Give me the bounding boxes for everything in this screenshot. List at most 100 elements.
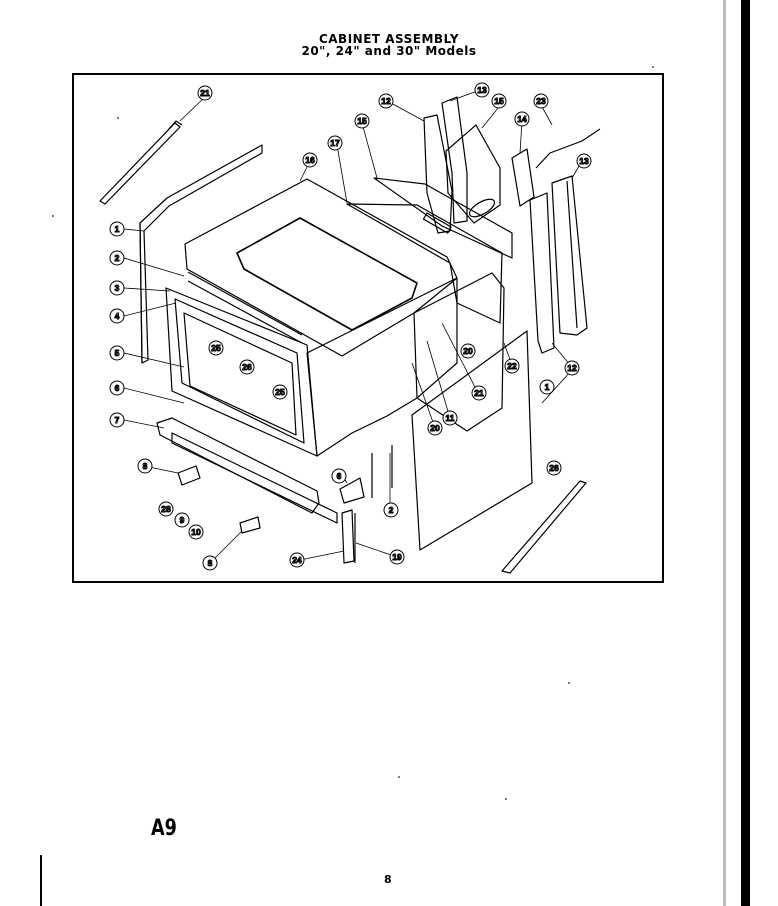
callout-label: 2 (389, 505, 394, 515)
callout-label: 12 (381, 96, 391, 106)
scan-shadow (723, 0, 726, 906)
cabinet-exploded-view: 21 12 13 15 23 14 16 17 15 13 1 2 3 4 25… (99, 82, 601, 574)
top-opening (236, 217, 418, 331)
right-front-channel (551, 175, 588, 336)
callout-label: 19 (392, 552, 402, 562)
callout-label: 13 (579, 156, 589, 166)
leveling-foot-upper (177, 465, 201, 486)
callout-label: 15 (357, 116, 367, 126)
right-side-rail (529, 192, 555, 354)
callout-label: 20 (463, 346, 473, 356)
cabinet-right-side (306, 277, 458, 457)
callout-label: 21 (200, 88, 210, 98)
callout-label: 3 (115, 283, 120, 293)
bottom-trim-strip (501, 480, 587, 574)
callout-label: 11 (446, 413, 455, 423)
callout-20-a: 20 (427, 420, 443, 436)
callout-markers: 21 12 13 15 23 14 16 17 15 13 1 2 3 4 25… (109, 82, 592, 571)
callout-label: 12 (567, 363, 577, 373)
callout-label: 8 (208, 558, 213, 568)
callout-label: 4 (115, 311, 120, 321)
rear-wall (346, 203, 503, 324)
callout-21-top: 21 (197, 85, 213, 101)
callout-2-left: 2 (109, 250, 125, 266)
diagram-subtitle: 20", 24" and 30" Models (301, 44, 477, 58)
callout-8-b: 8 (202, 555, 218, 571)
base-front (171, 432, 338, 524)
callout-label: 13 (477, 85, 487, 95)
callout-24: 24 (289, 552, 305, 568)
scan-speck (652, 66, 654, 68)
callout-label: 17 (330, 138, 340, 148)
heat-shield (445, 124, 501, 224)
plate-label: A9 (151, 816, 177, 841)
callout-10: 10 (188, 524, 204, 540)
callout-4: 4 (109, 308, 125, 324)
page-number: 8 (384, 873, 392, 886)
callout-19: 19 (389, 549, 405, 565)
callout-label: 16 (305, 155, 315, 165)
scan-speck (398, 776, 400, 778)
callout-label: 14 (517, 114, 527, 124)
diagram-title: CABINET ASSEMBLY (318, 32, 460, 46)
callout-11: 11 (442, 410, 458, 426)
callout-label: 2 (115, 253, 120, 263)
bottom-base-rail (156, 417, 320, 514)
callout-15-top: 15 (491, 93, 507, 109)
callout-label: 20 (430, 423, 440, 433)
callout-label: 25 (211, 343, 221, 353)
leveling-foot-lower (239, 516, 261, 534)
cabinet-top (184, 178, 458, 357)
callout-label: 5 (115, 348, 120, 358)
top-trim-strip (99, 122, 181, 205)
callout-label: 24 (292, 555, 302, 565)
callout-28: 28 (158, 501, 174, 517)
scan-edge-line (40, 855, 42, 906)
right-rear-channel (423, 114, 453, 234)
callout-label: 25 (275, 387, 285, 397)
wire-23 (535, 128, 601, 169)
scan-speck (117, 117, 119, 119)
callout-label: 26 (242, 362, 252, 372)
bracket-6 (339, 477, 365, 504)
cabinet-right-face (413, 272, 505, 432)
callout-label: 15 (494, 96, 504, 106)
callout-12-top: 12 (378, 93, 394, 109)
oven-front-frame (165, 287, 318, 457)
scan-speck (52, 215, 54, 217)
callout-17: 17 (327, 135, 343, 151)
channel-13-top (441, 96, 468, 224)
callout-25-b: 25 (272, 384, 288, 400)
callout-3: 3 (109, 280, 125, 296)
callout-5: 5 (109, 345, 125, 361)
diagram-frame (72, 73, 664, 583)
callout-label: 28 (161, 504, 171, 514)
inner-liner (183, 312, 297, 436)
callout-26-a: 26 (239, 359, 255, 375)
callout-label: 10 (191, 527, 201, 537)
callout-7: 7 (109, 412, 125, 428)
left-side-panel (139, 144, 263, 364)
callout-23: 23 (533, 93, 549, 109)
bracket-14 (511, 148, 535, 207)
callout-label: 6 (115, 383, 120, 393)
callout-21-mid: 21 (471, 385, 487, 401)
callout-22: 22 (504, 358, 520, 374)
callout-20-b: 20 (460, 343, 476, 359)
callout-label: 7 (115, 415, 120, 425)
callout-label: 1 (115, 224, 120, 234)
callout-label: 23 (536, 96, 546, 106)
callout-9: 9 (174, 512, 190, 528)
callout-13-top: 13 (474, 82, 490, 98)
callout-label: 9 (180, 515, 185, 525)
callout-8-a: 8 (137, 458, 153, 474)
callout-label: 21 (474, 388, 484, 398)
oven-door-opening (174, 298, 305, 444)
callout-1-left: 1 (109, 221, 125, 237)
callout-label: 1 (545, 382, 550, 392)
callout-12-bottom: 12 (564, 360, 580, 376)
scan-speck (568, 682, 570, 684)
callout-2-mid: 2 (383, 502, 399, 518)
side-panel-right (411, 330, 533, 551)
callout-26-b: 26 (546, 460, 562, 476)
